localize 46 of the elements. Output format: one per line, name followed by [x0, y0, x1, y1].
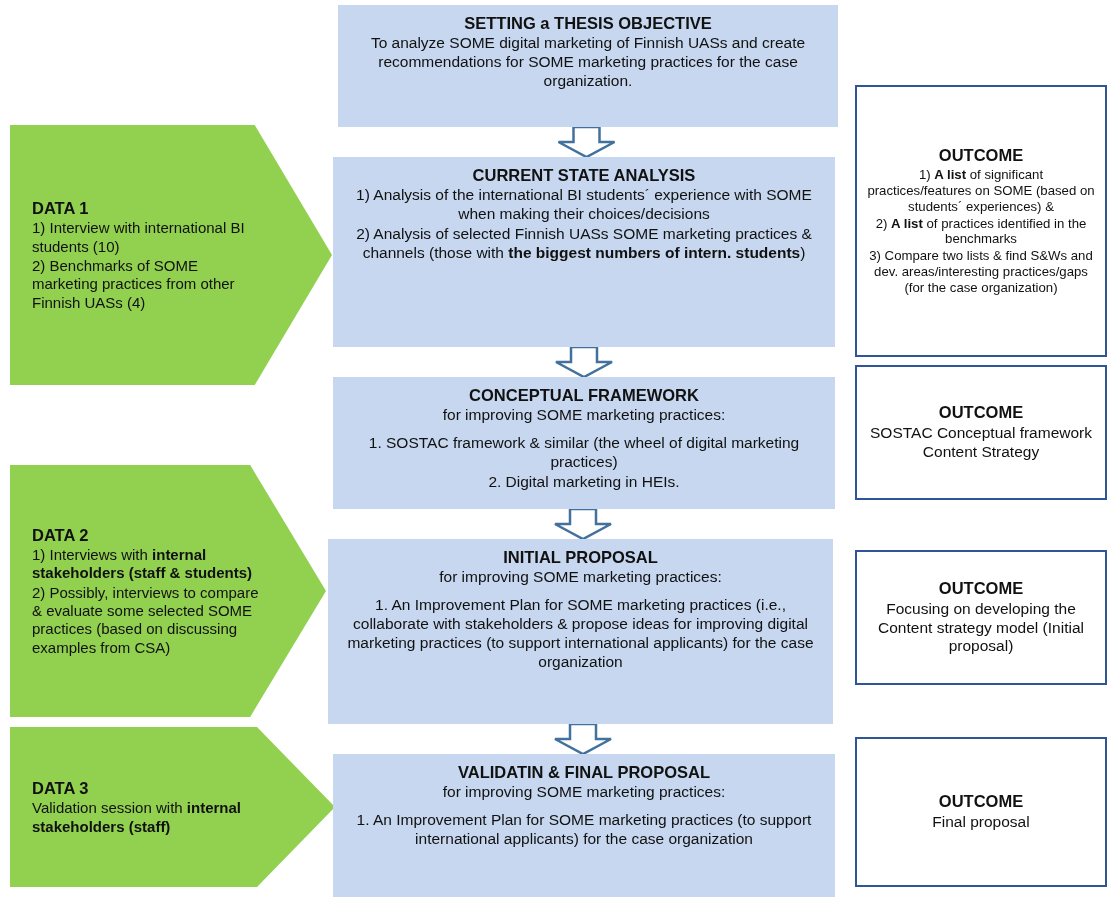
- box-text: 1) Analysis of the international BI students´ experience with SOME when making their choices/decisions: [355, 186, 813, 224]
- outcome-box: [855, 737, 1107, 887]
- box-heading: CURRENT STATE ANALYSIS: [471, 165, 697, 186]
- block-arrow: [553, 507, 613, 541]
- box-text: Focusing on developing the Content strategy model (Initial proposal): [877, 600, 1085, 656]
- box-text: 2) Benchmarks of SOME marketing practices from other Finnish UASs (4): [32, 256, 236, 312]
- box-heading: DATA 3: [32, 778, 90, 799]
- outcome-box: [855, 85, 1107, 357]
- box-text: for improving SOME marketing practices:: [441, 783, 727, 803]
- box-heading: OUTCOME: [937, 403, 1025, 423]
- box-text: 2. Digital marketing in HEIs.: [487, 472, 681, 492]
- block-arrow: [557, 125, 616, 159]
- box-heading: INITIAL PROPOSAL: [502, 547, 659, 568]
- box-text: for improving SOME marketing practices:: [438, 568, 723, 588]
- box-text: 1) Interviews with internal stakeholders (staff & students): [32, 546, 254, 583]
- process-box: [333, 754, 835, 897]
- box-text: 1. An Improvement Plan for SOME marketing practices (i.e., collaborate with stakeholders & propose ideas for improving digital marketing practices (to support international applicants) for the case organization: [346, 596, 815, 672]
- box-text: SOSTAC Conceptual framework: [869, 423, 1093, 443]
- box-text: To analyze SOME digital marketing of Finnish UASs and create recommendations for SOME marketing practices for the case organization.: [369, 34, 807, 91]
- box-heading: DATA 2: [32, 525, 90, 546]
- process-box: [338, 5, 838, 127]
- box-text: Final proposal: [931, 813, 1031, 832]
- box-text: 2) Analysis of selected Finnish UASs SOME marketing practices & channels (those with the biggest numbers of intern. students): [355, 224, 813, 263]
- box-heading: OUTCOME: [937, 792, 1025, 813]
- box-text: 2) Possibly, interviews to compare & evaluate some selected SOME practices (based on discussing examples from CSA): [32, 583, 260, 657]
- block-arrow: [553, 722, 613, 756]
- outcome-box: [855, 550, 1107, 685]
- box-text: 1) Interview with international BI students (10): [32, 219, 246, 256]
- outcome-box: [855, 365, 1107, 500]
- box-text: 3) Compare two lists & find S&Ws and dev. areas/interesting practices/gaps (for the case organization): [868, 248, 1094, 296]
- box-text: 1. SOSTAC framework & similar (the wheel of digital marketing practices): [367, 434, 801, 472]
- process-box: [333, 377, 835, 509]
- box-heading: OUTCOME: [937, 146, 1025, 166]
- box-heading: SETTING a THESIS OBJECTIVE: [463, 13, 713, 34]
- box-heading: CONCEPTUAL FRAMEWORK: [468, 385, 700, 406]
- process-box: [333, 157, 835, 347]
- box-text: 1. An Improvement Plan for SOME marketing practices (to support international applicants) for the case organization: [355, 811, 813, 849]
- box-text: 2) A list of practices identified in the benchmarks: [874, 215, 1088, 248]
- process-box: [328, 539, 833, 724]
- box-heading: OUTCOME: [937, 579, 1025, 599]
- block-arrow: [554, 345, 614, 379]
- box-text: Validation session with internal stakeholders (staff): [32, 799, 242, 836]
- box-text: for improving SOME marketing practices:: [441, 406, 727, 426]
- box-heading: DATA 1: [32, 198, 90, 219]
- box-heading: VALIDATIN & FINAL PROPOSAL: [456, 762, 712, 783]
- box-text: Content Strategy: [921, 443, 1041, 462]
